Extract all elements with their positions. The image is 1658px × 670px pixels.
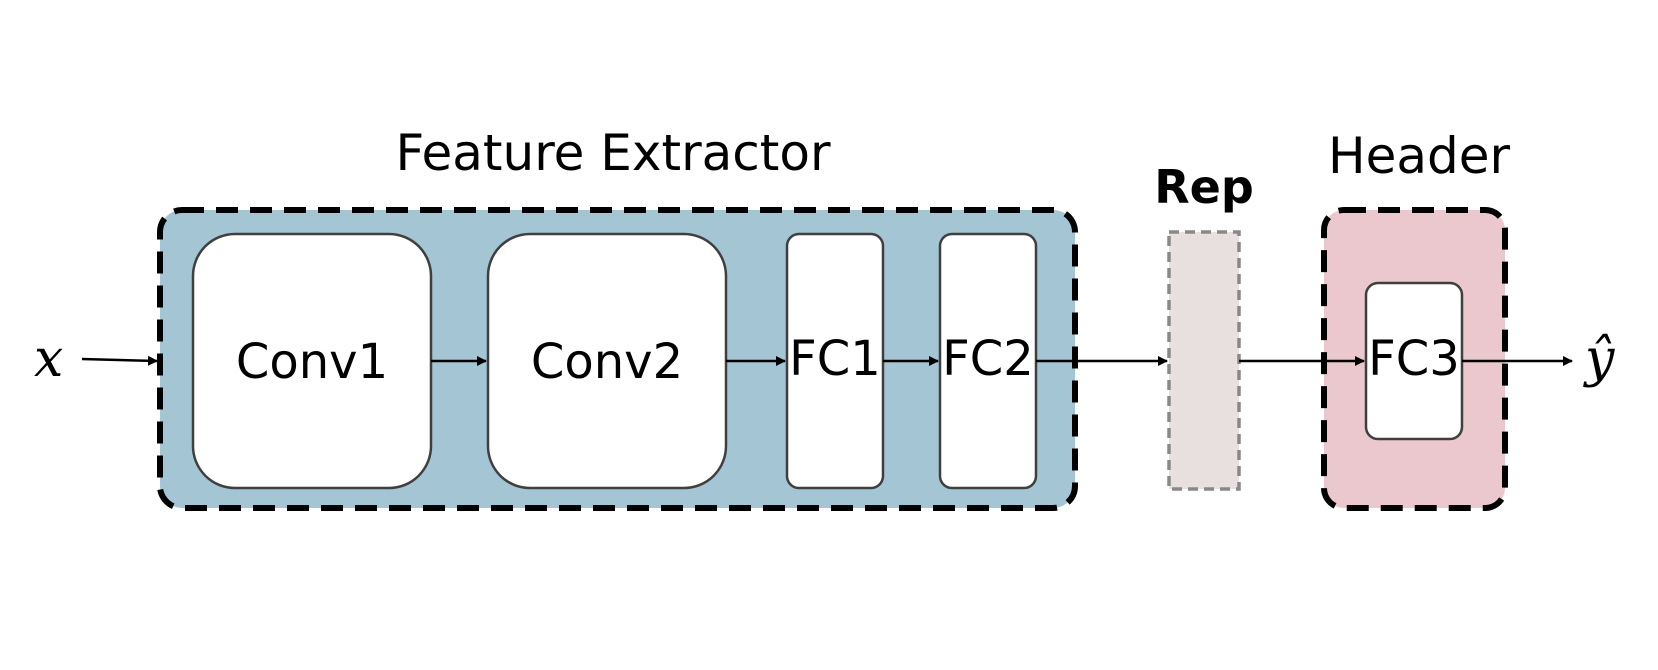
conv2-label: Conv2 xyxy=(531,334,683,390)
fc1-block: FC1 xyxy=(785,232,885,490)
fc1-label: FC1 xyxy=(789,331,881,387)
arrow-input-to-conv1 xyxy=(81,355,158,366)
representation-group: Rep xyxy=(1154,160,1254,491)
conv1-label: Conv1 xyxy=(236,334,388,390)
conv1-block: Conv1 xyxy=(191,232,433,490)
fc3-block: FC3 xyxy=(1364,281,1464,441)
representation-block xyxy=(1167,230,1241,491)
feature-extractor-title: Feature Extractor xyxy=(395,124,831,182)
fc2-block: FC2 xyxy=(938,232,1038,490)
conv2-block: Conv2 xyxy=(486,232,728,490)
representation-label: Rep xyxy=(1154,160,1254,214)
fc2-label: FC2 xyxy=(942,331,1034,387)
header-title: Header xyxy=(1328,127,1510,185)
fc3-label: FC3 xyxy=(1368,331,1460,387)
input-x-label: x xyxy=(34,329,63,389)
output-yhat-label: ŷ xyxy=(1583,329,1615,389)
